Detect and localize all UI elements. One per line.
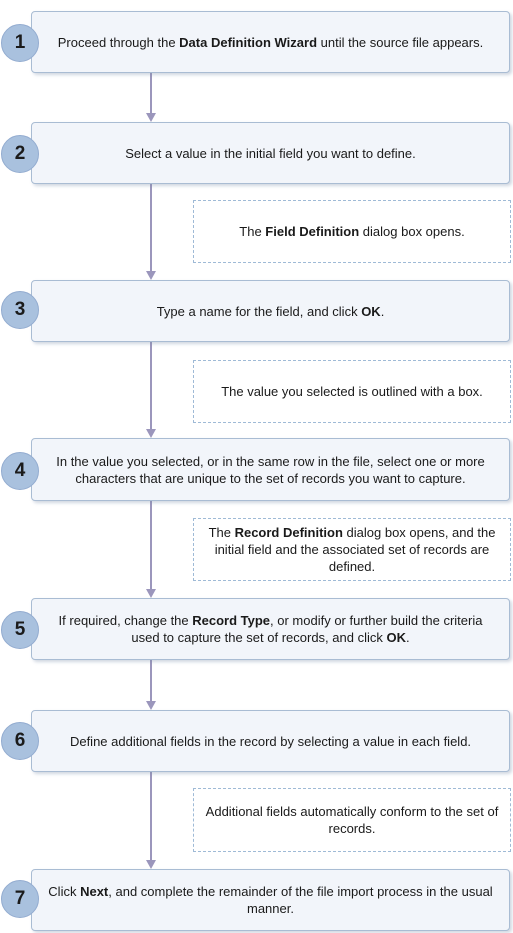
step-4-box: In the value you selected, or in the sam… [31,438,510,501]
step-2-badge: 2 [1,135,39,173]
step-4-text: In the value you selected, or in the sam… [56,453,485,486]
step-5-box: If required, change the Record Type, or … [31,598,510,660]
step-7-text: Click Next, and complete the remainder o… [48,884,493,916]
arrowhead-5 [146,701,156,710]
note-1-text: The Field Definition dialog box opens. [239,224,465,239]
note-4-text: Additional fields automatically conform … [205,804,499,836]
note-2-text: The value you selected is outlined with … [221,384,483,399]
note-record-definition: The Record Definition dialog box opens, … [193,518,511,581]
step-1-box: Proceed through the Data Definition Wiza… [31,11,510,73]
arrowhead-6 [146,860,156,869]
arrowhead-2 [146,271,156,280]
step-2-box: Select a value in the initial field you … [31,122,510,184]
step-7-badge: 7 [1,880,39,918]
step-6-box: Define additional fields in the record b… [31,710,510,772]
step-6-text: Define additional fields in the record b… [69,733,472,749]
note-3-text: The Record Definition dialog box opens, … [208,525,496,574]
note-value-outlined: The value you selected is outlined with … [193,360,511,423]
step-1-badge: 1 [1,24,39,62]
arrowhead-4 [146,589,156,598]
step-6-badge: 6 [1,722,39,760]
note-field-definition: The Field Definition dialog box opens. [193,200,511,263]
arrowhead-3 [146,429,156,438]
step-7-box: Click Next, and complete the remainder o… [31,869,510,931]
step-3-text: Type a name for the field, and click OK. [156,303,385,319]
step-2-text: Select a value in the initial field you … [125,145,416,161]
step-1-text: Proceed through the Data Definition Wiza… [57,34,484,50]
step-3-badge: 3 [1,291,39,329]
step-3-box: Type a name for the field, and click OK. [31,280,510,342]
step-5-badge: 5 [1,611,39,649]
arrowhead-1 [146,113,156,122]
step-5-text: If required, change the Record Type, or … [58,613,483,645]
note-additional-fields: Additional fields automatically conform … [193,788,511,852]
step-4-badge: 4 [1,452,39,490]
